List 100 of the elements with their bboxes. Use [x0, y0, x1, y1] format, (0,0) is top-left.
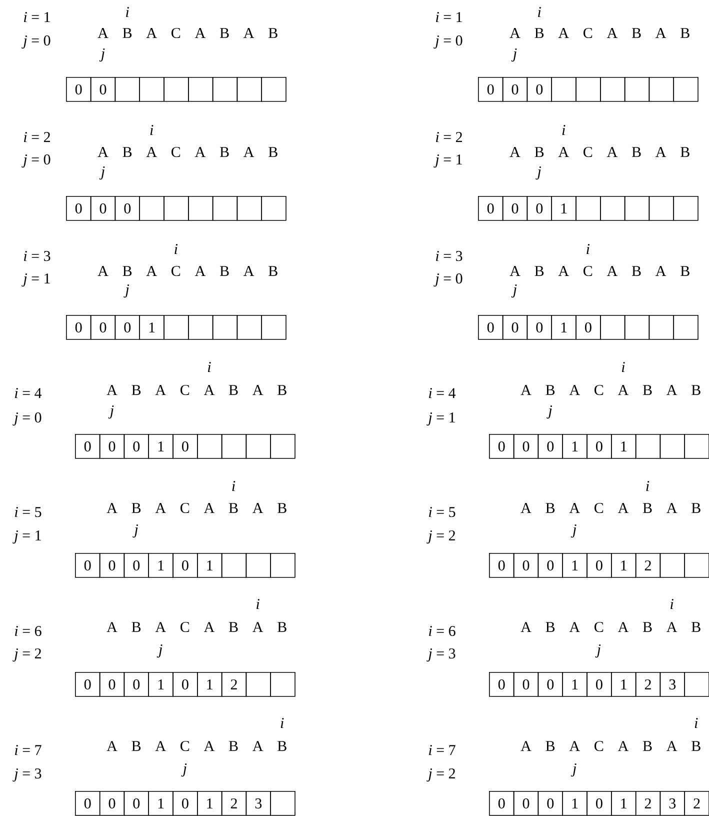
- string-letter: B: [228, 741, 238, 751]
- variable-label: j = 1: [434, 154, 462, 168]
- array-cell: 0: [75, 791, 100, 816]
- array-cell: 0: [489, 791, 514, 816]
- array-cell: [221, 434, 247, 459]
- index-marker: i: [622, 362, 625, 372]
- array-cell: 0: [526, 315, 552, 340]
- string-letter: B: [632, 28, 641, 38]
- string-letter: A: [606, 147, 618, 157]
- index-marker: j: [595, 644, 601, 658]
- array-cell: 0: [513, 434, 539, 459]
- index-marker: j: [511, 48, 517, 62]
- string-letter: A: [106, 385, 118, 395]
- variable-label: j = 0: [22, 154, 50, 168]
- string-letter: A: [146, 266, 157, 276]
- string-letter: B: [534, 28, 544, 38]
- string-letter: B: [680, 147, 690, 157]
- array-cell: 0: [99, 553, 125, 578]
- array-cell: 2: [635, 672, 661, 697]
- array-cell: [236, 196, 262, 221]
- array-cell: 0: [124, 791, 149, 816]
- array-cell: [139, 77, 164, 102]
- string-letter: A: [252, 503, 264, 513]
- string-letter: B: [546, 385, 555, 395]
- array-cell: 0: [576, 315, 601, 340]
- index-marker: i: [538, 7, 541, 17]
- string-letter: B: [642, 622, 652, 632]
- string-letter: A: [204, 622, 214, 632]
- string-letter: A: [106, 503, 118, 513]
- array-cell: 1: [611, 434, 636, 459]
- string-letter: A: [98, 28, 108, 38]
- array-cell: 1: [562, 553, 588, 578]
- string-letter: B: [278, 622, 286, 632]
- variable-label: j = 3: [12, 768, 42, 782]
- string-letter: A: [510, 266, 520, 276]
- index-marker: j: [99, 48, 105, 62]
- string-letter: B: [268, 266, 278, 276]
- array-cell: 1: [197, 553, 222, 578]
- array-cell: 0: [502, 77, 528, 102]
- string-letter: A: [146, 147, 157, 157]
- array-cell: [648, 315, 674, 340]
- index-marker: j: [511, 284, 517, 298]
- string-letter: B: [692, 385, 700, 395]
- index-marker: i: [126, 7, 129, 17]
- array-cell: 1: [148, 434, 174, 459]
- string-letter: B: [122, 266, 132, 276]
- array-cell: 0: [478, 315, 504, 340]
- array-cell: [246, 553, 271, 578]
- array-cell: 0: [502, 196, 528, 221]
- string-letter: B: [692, 503, 700, 513]
- array-cell: [673, 315, 698, 340]
- array-cell: 0: [586, 553, 612, 578]
- array-cell: 0: [513, 553, 539, 578]
- index-marker: j: [124, 284, 130, 298]
- array-cell: 0: [538, 434, 563, 459]
- string-letter: C: [594, 622, 604, 632]
- array-cell: 0: [172, 672, 198, 697]
- array-cell: [212, 196, 238, 221]
- array-cell: 0: [172, 791, 198, 816]
- string-letter: B: [546, 622, 555, 632]
- array-cell: [197, 434, 222, 459]
- array-cell: [270, 553, 296, 578]
- string-letter: A: [146, 28, 157, 38]
- array-cell: 0: [478, 196, 504, 221]
- array-cell: 0: [66, 315, 92, 340]
- variable-label: j = 3: [426, 648, 456, 662]
- variable-label: i = 4: [429, 388, 456, 398]
- string-letter: B: [132, 503, 141, 513]
- string-letter: A: [98, 147, 108, 157]
- array-cell: 0: [538, 791, 563, 816]
- index-marker: i: [586, 244, 590, 254]
- array-cell: 0: [586, 791, 612, 816]
- array-cell: 1: [562, 791, 588, 816]
- string-letter: C: [180, 622, 190, 632]
- array-cell: 2: [635, 791, 661, 816]
- array-cell: 0: [172, 434, 198, 459]
- variable-label: i = 3: [24, 250, 50, 262]
- array-cell: 0: [586, 434, 612, 459]
- array-cell: [236, 77, 262, 102]
- string-letter: C: [594, 384, 604, 396]
- string-letter: A: [252, 622, 264, 632]
- string-letter: A: [155, 503, 166, 513]
- string-letter: B: [132, 385, 141, 395]
- array-cell: 0: [489, 553, 514, 578]
- string-letter: A: [666, 385, 678, 395]
- array-cell: [576, 196, 601, 221]
- string-letter: B: [132, 622, 141, 632]
- array-cell: [660, 553, 685, 578]
- variable-label: j = 1: [22, 273, 50, 287]
- index-marker: i: [256, 599, 260, 609]
- array-cell: 3: [660, 672, 685, 697]
- string-letter: B: [122, 28, 132, 38]
- array-cell: 0: [513, 672, 539, 697]
- array-cell: [600, 315, 626, 340]
- string-letter: A: [606, 28, 618, 38]
- array-cell: [270, 791, 296, 816]
- string-letter: A: [569, 385, 580, 395]
- index-marker: j: [156, 644, 162, 658]
- array-cell: [648, 196, 674, 221]
- array-cell: [660, 434, 685, 459]
